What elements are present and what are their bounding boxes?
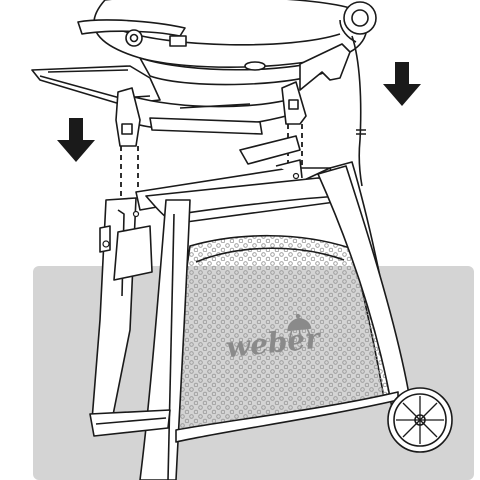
weber-kettle-icon [287, 313, 314, 344]
wheel [387, 387, 453, 453]
gas-hose [351, 35, 363, 187]
screw-holes [102, 172, 300, 248]
down-arrow-icon [383, 62, 421, 106]
cart-frame [89, 135, 411, 480]
down-arrow-icon [57, 118, 95, 162]
grill-body [31, 0, 377, 147]
